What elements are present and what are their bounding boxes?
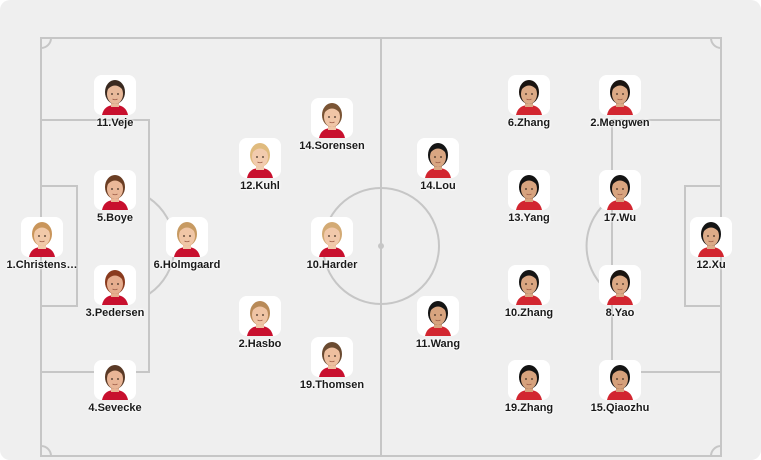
player-avatar — [311, 337, 353, 377]
player-boye[interactable]: 5.Boye — [55, 170, 175, 225]
player-avatar — [311, 98, 353, 138]
player-avatar — [508, 360, 550, 400]
player-sevecke[interactable]: 4.Sevecke — [55, 360, 175, 415]
corner-arc-top-right — [710, 37, 722, 49]
player-name: 1.Christens… — [6, 259, 78, 271]
player-qiaozhu[interactable]: 15.Qiaozhu — [560, 360, 680, 415]
player-christensen[interactable]: 1.Christens… — [0, 217, 102, 272]
player-yang[interactable]: 13.Yang — [469, 170, 589, 225]
player-zhang6[interactable]: 6.Zhang — [469, 75, 589, 130]
player-name: 2.Mengwen — [590, 117, 650, 129]
player-name: 12.Xu — [696, 259, 726, 271]
player-avatar — [508, 75, 550, 115]
player-avatar — [508, 265, 550, 305]
player-name: 3.Pedersen — [85, 307, 145, 319]
player-harder[interactable]: 10.Harder — [272, 217, 392, 272]
player-name: 11.Veje — [96, 117, 134, 129]
player-yao[interactable]: 8.Yao — [560, 265, 680, 320]
player-avatar — [94, 360, 136, 400]
corner-arc-top-left — [40, 37, 52, 49]
player-avatar — [166, 217, 208, 257]
player-zhang10[interactable]: 10.Zhang — [469, 265, 589, 320]
player-name: 8.Yao — [605, 307, 635, 319]
player-name: 15.Qiaozhu — [590, 402, 650, 414]
centre-spot — [378, 243, 384, 249]
player-name: 6.Holmgaard — [153, 259, 221, 271]
player-sorensen[interactable]: 14.Sorensen — [272, 98, 392, 153]
player-zhang19[interactable]: 19.Zhang — [469, 360, 589, 415]
player-wang[interactable]: 11.Wang — [378, 296, 498, 351]
player-avatar — [599, 360, 641, 400]
player-name: 19.Zhang — [504, 402, 554, 414]
player-name: 4.Sevecke — [88, 402, 142, 414]
player-avatar — [21, 217, 63, 257]
player-name: 6.Zhang — [507, 117, 551, 129]
player-thomsen[interactable]: 19.Thomsen — [272, 337, 392, 392]
corner-arc-bottom-right — [710, 445, 722, 457]
player-name: 13.Yang — [508, 212, 550, 224]
player-avatar — [311, 217, 353, 257]
player-avatar — [417, 138, 459, 178]
player-name: 14.Sorensen — [299, 140, 365, 152]
player-avatar — [239, 138, 281, 178]
player-name: 10.Zhang — [504, 307, 554, 319]
player-name: 19.Thomsen — [299, 379, 365, 391]
player-avatar — [599, 265, 641, 305]
player-avatar — [508, 170, 550, 210]
player-name: 17.Wu — [603, 212, 637, 224]
player-avatar — [239, 296, 281, 336]
corner-arc-bottom-left — [40, 445, 52, 457]
player-pedersen[interactable]: 3.Pedersen — [55, 265, 175, 320]
player-name: 14.Lou — [420, 180, 456, 192]
player-xu[interactable]: 12.Xu — [651, 217, 761, 272]
player-name: 12.Kuhl — [240, 180, 280, 192]
player-name: 11.Wang — [415, 338, 461, 350]
player-avatar — [94, 75, 136, 115]
player-avatar — [94, 265, 136, 305]
player-name: 10.Harder — [306, 259, 358, 271]
player-mengwen[interactable]: 2.Mengwen — [560, 75, 680, 130]
player-holmgaard[interactable]: 6.Holmgaard — [127, 217, 247, 272]
player-avatar — [599, 75, 641, 115]
player-wu[interactable]: 17.Wu — [560, 170, 680, 225]
player-kuhl[interactable]: 12.Kuhl — [200, 138, 320, 193]
player-avatar — [417, 296, 459, 336]
player-avatar — [599, 170, 641, 210]
player-hasbo[interactable]: 2.Hasbo — [200, 296, 320, 351]
player-name: 2.Hasbo — [238, 338, 282, 350]
player-veje[interactable]: 11.Veje — [55, 75, 175, 130]
player-lou[interactable]: 14.Lou — [378, 138, 498, 193]
player-avatar — [690, 217, 732, 257]
player-avatar — [94, 170, 136, 210]
player-name: 5.Boye — [96, 212, 134, 224]
